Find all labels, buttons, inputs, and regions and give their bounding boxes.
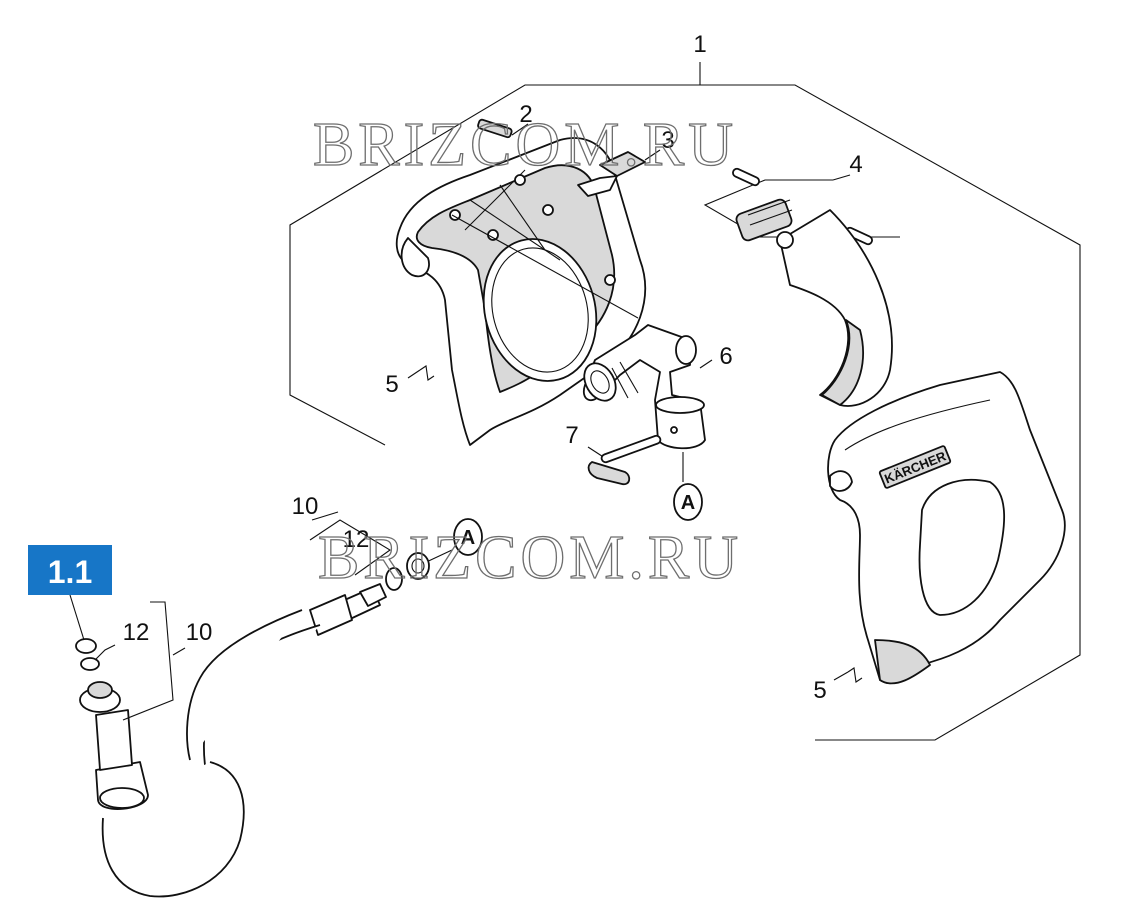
part-6-valve-elbow [582,324,713,482]
callout-10-upper: 10 [292,493,319,520]
callout-10-lower: 10 [186,619,213,646]
part-2-screw [477,118,529,139]
badge-background [28,545,112,595]
right-housing-shell: KÄRCHER [827,371,1066,685]
connector-mark-a-upper: A [673,483,703,521]
callout-12-lower: 12 [123,619,150,646]
connector-mark-a-lower: A [453,518,483,556]
left-housing-shell [395,137,646,446]
part-3-trigger-lever [577,149,661,197]
callout-3: 3 [661,127,674,154]
callout-1: 1 [693,31,706,58]
part-5-leader-markers [407,365,863,683]
part-4-trigger-grip [703,167,900,407]
watermark-upper: BRIZCOM.RU [313,111,737,179]
callout-6: 6 [719,343,732,370]
assembly-bracket-1 [289,84,1081,741]
connector-mark-a-upper-text: A [681,492,695,514]
callout-2: 2 [519,101,532,128]
callout-7: 7 [565,422,578,449]
callout-5-lower: 5 [813,677,826,704]
watermark-lower: BRIZCOM.RU [318,524,742,592]
connector-mark-a-lower-text: A [461,527,475,549]
badge-1-1: 1.1 [28,545,112,595]
badge-label: 1.1 [48,554,92,590]
hose-assembly [69,511,453,898]
part-7-clip [587,434,662,486]
callout-4: 4 [849,151,862,178]
callout-5-upper: 5 [385,371,398,398]
callout-12-upper: 12 [343,526,370,553]
